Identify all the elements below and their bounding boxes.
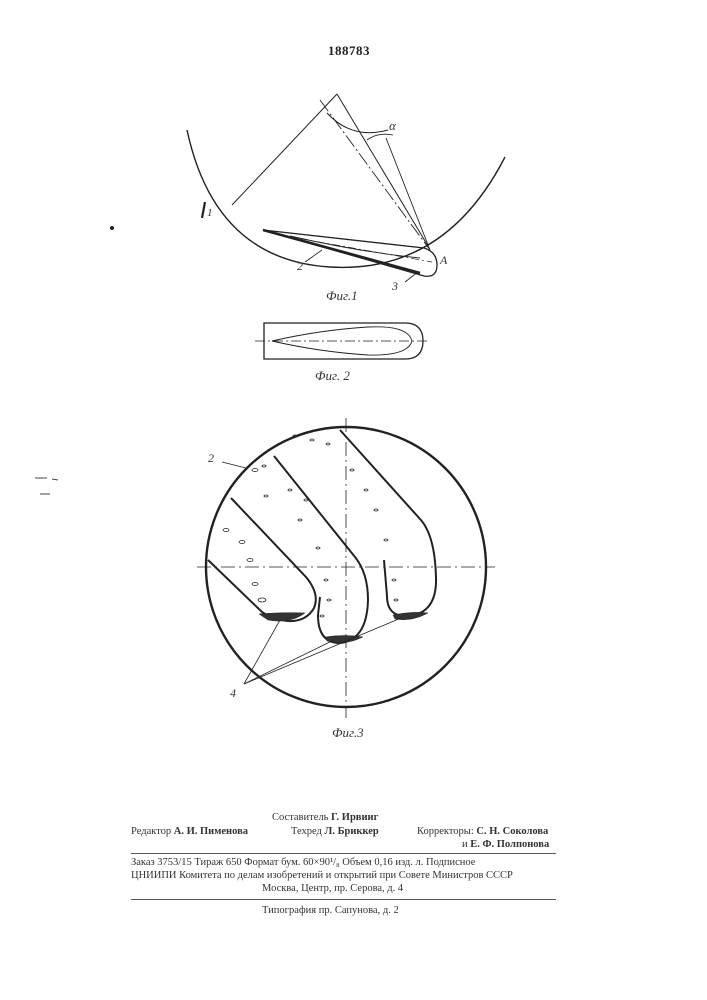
blade-axis xyxy=(285,236,432,262)
correctors-label: Корректоры: xyxy=(417,826,474,837)
printer-line: Типография пр. Сапунова, д. 2 xyxy=(262,905,399,916)
editor-line: Редактор А. И. Пименова xyxy=(131,826,248,837)
corrector-2: Е. Ф. Полпонова xyxy=(470,839,549,850)
leader-3 xyxy=(405,272,418,282)
scan-speck xyxy=(110,226,114,230)
leader-4 xyxy=(244,620,280,684)
fig1-caption: Фиг.1 xyxy=(326,288,358,303)
blade-1 xyxy=(208,498,316,621)
deposit xyxy=(393,612,428,619)
techred-line: Техред Л. Бриккер xyxy=(291,826,379,837)
techred-label: Техред xyxy=(291,826,322,837)
fig1-label-1: 1 xyxy=(207,207,213,219)
corrector-2-prefix: и xyxy=(462,839,468,850)
blade-3 xyxy=(340,430,436,616)
corrector-1: С. Н. Соколова xyxy=(476,826,548,837)
fig1-label-3: 3 xyxy=(391,279,398,293)
editor-label: Редактор xyxy=(131,826,171,837)
rule-bottom xyxy=(131,899,556,900)
angle-arc xyxy=(327,113,388,133)
figure-1 xyxy=(187,94,505,282)
leader-4 xyxy=(244,640,334,684)
figure-2 xyxy=(255,323,430,359)
construction-line xyxy=(386,138,430,250)
compiler-name: Г. Ирвииг xyxy=(331,812,378,823)
correctors-line: Корректоры: С. Н. Соколова xyxy=(417,826,548,837)
fig3-label-4: 4 xyxy=(230,686,236,700)
compiler-label: Составитель xyxy=(272,812,328,823)
editor-name: А. И. Пименова xyxy=(174,826,248,837)
imprint-line-2: ЦНИИПИ Комитета по делам изобретений и о… xyxy=(131,870,513,881)
construction-line xyxy=(337,94,428,246)
angle-arc xyxy=(367,134,393,140)
wheel-arc xyxy=(187,130,505,267)
fig1-label-2: 2 xyxy=(297,259,303,273)
construction-line xyxy=(232,94,337,205)
rule-top xyxy=(131,853,556,854)
techred-name: Л. Бриккер xyxy=(325,826,379,837)
leader-4 xyxy=(244,618,401,684)
imprint-line-3: Москва, Центр, пр. Серова, д. 4 xyxy=(262,883,403,894)
leader-2 xyxy=(222,462,246,468)
compiler-line: Составитель Г. Ирвииг xyxy=(272,812,378,823)
corrector-2-line: и Е. Ф. Полпонова xyxy=(462,839,549,850)
figure-3 xyxy=(197,418,495,718)
mark-1 xyxy=(202,202,205,218)
fig2-caption: Фиг. 2 xyxy=(315,368,350,383)
fig1-label-a: A xyxy=(439,253,448,267)
fig1-label-alpha: α xyxy=(389,118,397,133)
fig3-caption: Фиг.3 xyxy=(332,725,364,740)
fig3-label-2: 2 xyxy=(208,451,214,465)
scan-speck xyxy=(35,478,58,494)
leader-2 xyxy=(305,250,322,262)
imprint-line-1: Заказ 3753/15 Тираж 650 Формат бум. 60×9… xyxy=(131,857,475,868)
construction-line xyxy=(320,100,430,250)
droplets xyxy=(223,435,398,617)
